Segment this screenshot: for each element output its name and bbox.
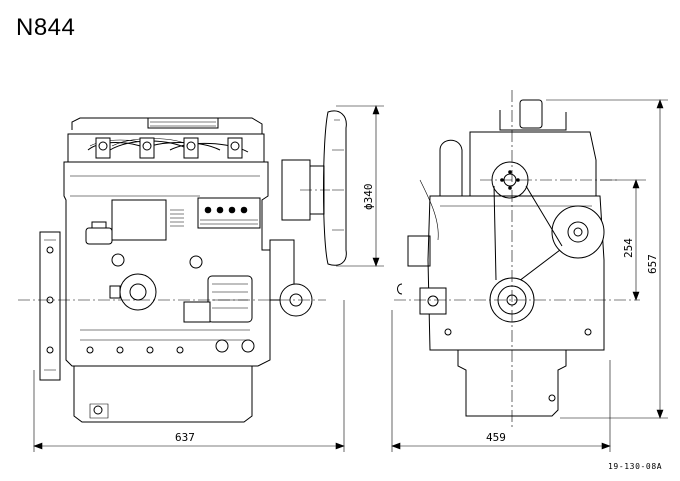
width-dimension: 459 [391,310,611,452]
crank-height-dimension: 254 [600,179,646,301]
drawing-number: 19-130-08A [608,462,663,471]
crank-height-value: 254 [622,238,635,258]
front-view [394,90,640,430]
length-value: 637 [175,431,195,444]
model-title: N844 [16,14,76,41]
height-value: 657 [646,254,659,274]
side-view [18,110,347,423]
height-dimension: 657 [546,99,668,419]
fan-diameter-value: ϕ340 [362,184,375,211]
length-dimension: 637 [33,300,345,452]
fan-diameter-dimension: ϕ340 [336,105,384,267]
width-value: 459 [486,431,506,444]
